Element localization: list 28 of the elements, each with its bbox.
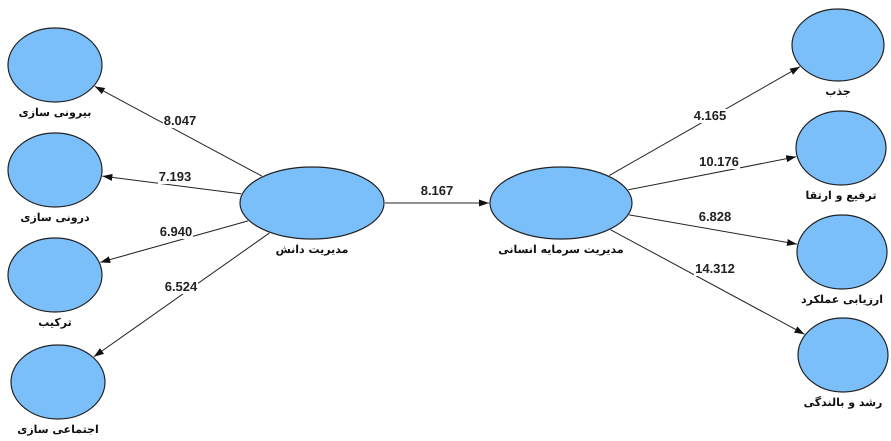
construct-label: ترفیع و ارتقا <box>806 189 876 202</box>
edge-label: 6.940 <box>158 225 194 239</box>
edge-label: 10.176 <box>698 155 740 169</box>
construct-label: رشد و بالندگی <box>804 396 882 409</box>
edge-label: 4.165 <box>692 109 728 123</box>
edge-label: 6.524 <box>164 280 198 294</box>
arrow <box>610 229 805 335</box>
construct-label: ارزیابی عملکرد <box>800 293 884 306</box>
arrow <box>102 174 242 194</box>
construct-label: ترکیب <box>38 316 72 329</box>
arrow <box>93 232 270 358</box>
arrow <box>94 86 262 177</box>
edge-label: 6.828 <box>698 210 732 224</box>
construct-label: بیرونی سازی <box>18 106 92 119</box>
construct-label: اجتماعی سازی <box>17 423 99 436</box>
arrow <box>384 200 490 206</box>
arrow <box>608 66 800 176</box>
construct-label: جذب <box>825 85 851 98</box>
edge-label: 14.312 <box>694 262 736 276</box>
construct-label: مدیریت سرمایه انسانی <box>498 243 624 256</box>
arrow <box>628 155 797 190</box>
edge-label: 8.047 <box>162 114 198 128</box>
arrow <box>100 220 249 263</box>
construct-label: مدیریت دانش <box>276 243 348 256</box>
edge-label: 8.167 <box>420 184 454 198</box>
edge-label: 7.193 <box>158 170 192 184</box>
arrow <box>628 214 798 246</box>
construct-label: درونی سازی <box>20 211 90 224</box>
